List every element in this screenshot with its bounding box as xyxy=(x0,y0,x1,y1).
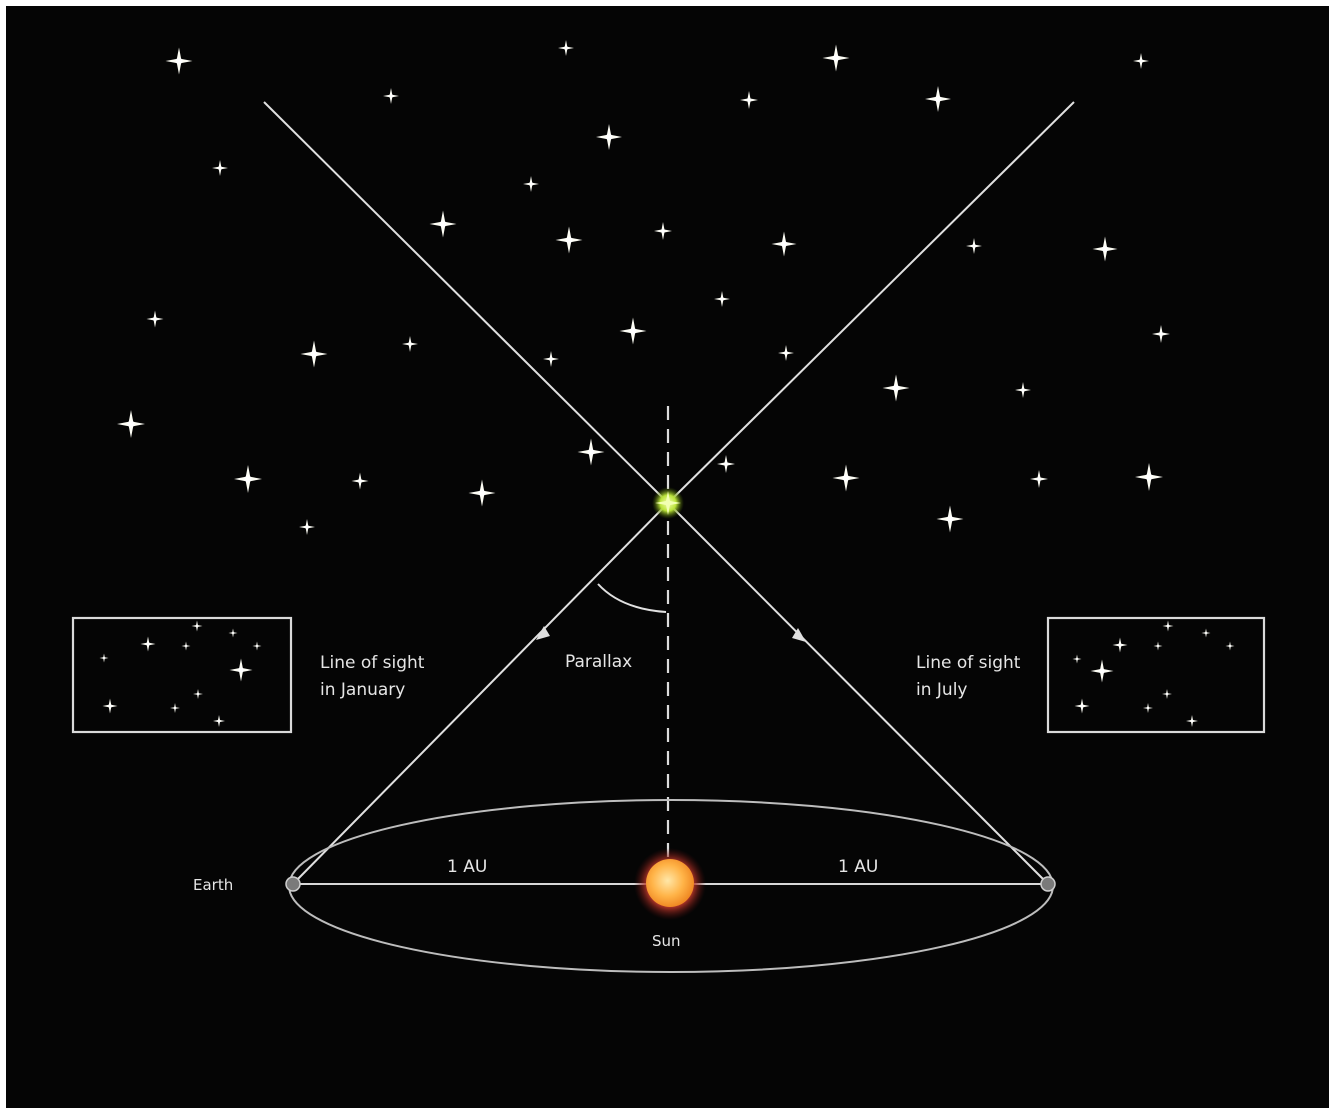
star-icon xyxy=(771,231,797,257)
star-icon xyxy=(228,628,238,638)
star-icon xyxy=(299,519,315,535)
earth-icon-july xyxy=(1040,876,1056,892)
sun-icon xyxy=(634,848,706,920)
star-icon xyxy=(212,160,228,176)
sight-line-july-lower xyxy=(667,502,1049,885)
star-icon xyxy=(1186,715,1198,727)
star-icon xyxy=(1135,463,1163,491)
direction-arrows xyxy=(536,626,806,642)
star-icon xyxy=(165,47,193,75)
star-icon xyxy=(1074,698,1090,714)
star-icon xyxy=(1143,703,1153,713)
sight-line-july-upper xyxy=(667,101,1075,504)
star-icon xyxy=(740,91,758,109)
star-icon xyxy=(1112,637,1128,653)
sight-january-label-line2: in January xyxy=(320,680,405,700)
sight-july-label-line2: in July xyxy=(916,680,967,700)
star-icon xyxy=(351,472,369,490)
star-icon xyxy=(778,345,794,361)
star-icon xyxy=(213,715,225,727)
earth-label: Earth xyxy=(193,876,233,894)
star-icon xyxy=(117,410,145,438)
star-icon xyxy=(654,222,672,240)
inset-january xyxy=(71,616,293,734)
lines-of-sight xyxy=(263,101,1075,885)
star-icon xyxy=(429,210,457,238)
target-star-icon xyxy=(652,487,684,519)
arrow-january xyxy=(536,626,550,640)
parallax-diagram: Parallax Line of sight in January Line o… xyxy=(6,6,1329,1108)
star-icon xyxy=(1162,689,1172,699)
sight-line-january-lower xyxy=(292,502,669,885)
star-icon xyxy=(925,86,951,112)
star-icon xyxy=(252,641,262,651)
star-icon xyxy=(1092,236,1118,262)
diagram-canvas: Parallax Line of sight in January Line o… xyxy=(71,40,1266,973)
inset-july xyxy=(1046,616,1266,734)
star-icon xyxy=(717,455,735,473)
star-icon xyxy=(577,438,605,466)
star-icon xyxy=(300,340,328,368)
star-icon xyxy=(543,351,559,367)
star-icon xyxy=(402,336,418,352)
star-icon xyxy=(1201,628,1211,638)
star-icon xyxy=(1152,325,1170,343)
star-icon xyxy=(191,620,203,632)
star-icon xyxy=(558,40,574,56)
star-icon xyxy=(99,653,109,663)
parallax-label: Parallax xyxy=(565,652,632,672)
inset-july-stars xyxy=(1072,620,1235,727)
star-icon xyxy=(140,636,156,652)
star-icon xyxy=(832,464,860,492)
star-icon xyxy=(1090,659,1114,683)
sight-july-label-line1: Line of sight xyxy=(916,653,1021,673)
au-right-label: 1 AU xyxy=(838,857,878,877)
star-icon xyxy=(619,317,647,345)
star-icon xyxy=(1133,53,1149,69)
star-icon xyxy=(555,226,583,254)
star-icon xyxy=(234,465,262,493)
star-icon xyxy=(1225,641,1235,651)
inset-january-stars xyxy=(99,620,262,727)
star-icon xyxy=(596,124,622,150)
arrow-july xyxy=(792,628,806,642)
star-icon xyxy=(882,374,910,402)
star-icon xyxy=(1030,470,1048,488)
earth-icon-january xyxy=(285,876,301,892)
parallax-angle-arc xyxy=(597,583,667,613)
sun-label: Sun xyxy=(652,932,681,950)
star-icon xyxy=(146,310,164,328)
star-icon xyxy=(1162,620,1174,632)
star-icon xyxy=(822,44,850,72)
star-icon xyxy=(966,238,982,254)
au-left-label: 1 AU xyxy=(447,857,487,877)
star-icon xyxy=(1015,382,1031,398)
star-icon xyxy=(170,703,180,713)
star-icon xyxy=(1072,654,1082,664)
star-icon xyxy=(468,479,496,507)
star-icon xyxy=(229,658,253,682)
star-icon xyxy=(181,641,191,651)
star-icon xyxy=(383,88,399,104)
star-icon xyxy=(714,291,730,307)
star-icon xyxy=(193,689,203,699)
sight-january-label-line1: Line of sight xyxy=(320,653,425,673)
star-icon xyxy=(936,505,964,533)
star-icon xyxy=(1153,641,1163,651)
sight-line-january-upper xyxy=(263,101,669,504)
star-icon xyxy=(523,176,539,192)
star-icon xyxy=(102,698,118,714)
